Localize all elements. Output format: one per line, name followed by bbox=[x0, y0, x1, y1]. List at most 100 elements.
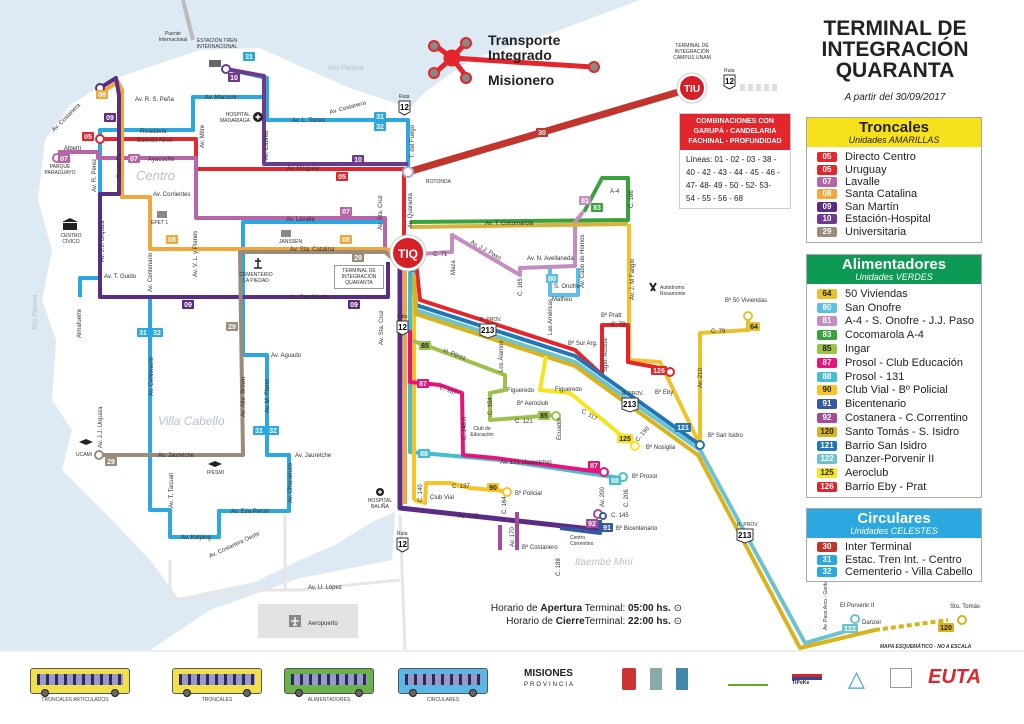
svg-text:Ruta: Ruta bbox=[399, 94, 410, 100]
map-label: C. 79 bbox=[611, 322, 626, 328]
map-label: Av. Cabo de Hornos bbox=[580, 235, 586, 288]
map-label: Av. Mitre bbox=[200, 124, 206, 148]
route-badge-bg bbox=[538, 411, 550, 420]
map-label: Ayacucho bbox=[148, 157, 175, 163]
route-code-badge: 32 bbox=[817, 566, 837, 577]
route-name: Directo Centro bbox=[845, 151, 916, 164]
route-badge-bg bbox=[546, 274, 558, 283]
logo-shield bbox=[650, 668, 662, 690]
map-label: Av. Cabred bbox=[264, 131, 270, 160]
svg-text:R. PROV.: R. PROV. bbox=[622, 391, 644, 397]
river-water bbox=[0, 0, 640, 650]
graduation-cap-icon bbox=[79, 439, 93, 445]
route-badge-text: 30 bbox=[538, 130, 546, 137]
map-label: Matheu bbox=[552, 297, 572, 303]
route-badge-32: 32 bbox=[151, 328, 163, 337]
route-badge-text: 90 bbox=[489, 485, 497, 492]
route-badge-bg bbox=[228, 73, 240, 82]
route-badge-bg bbox=[675, 423, 691, 432]
map-label: C. 107 bbox=[438, 385, 457, 397]
map-label: C. 188 bbox=[556, 558, 562, 576]
legend-subtitle: Unidades AMARILLAS bbox=[848, 135, 940, 145]
airport-area bbox=[258, 604, 358, 638]
map-label: Sto. Tomás bbox=[950, 604, 980, 610]
map-label: Av. Uruguay bbox=[287, 166, 319, 172]
route-badge-bg bbox=[591, 203, 603, 212]
map-label: Av. San Martín bbox=[290, 295, 329, 301]
stop-policial bbox=[502, 487, 512, 497]
tim-logo-icon bbox=[428, 37, 600, 84]
autodromo-label: Autódromo Rosamonte bbox=[660, 285, 686, 297]
svg-text:12: 12 bbox=[398, 540, 407, 549]
tiq-terminal[interactable]: TIQ bbox=[389, 234, 427, 272]
route-code-badge: 31 bbox=[817, 554, 837, 565]
clock-icon: ⊙ bbox=[673, 603, 682, 614]
route-name: Santa Catalina bbox=[845, 188, 918, 201]
hospital-baliña-label: HOSPITAL BALIÑA bbox=[367, 498, 393, 510]
route-badge-text: 05 bbox=[84, 134, 92, 141]
map-label: Danzer bbox=[862, 620, 881, 626]
map-label: Av. Quaranta bbox=[408, 193, 414, 228]
map-label: Av. Marconi bbox=[205, 95, 236, 101]
route-code-badge: 05 bbox=[817, 152, 837, 163]
svg-text:R. PROV.: R. PROV. bbox=[480, 317, 502, 323]
route-badge-text: 125 bbox=[619, 436, 631, 443]
route-badge-text: 83 bbox=[593, 205, 601, 212]
route-badge-09: 09 bbox=[348, 300, 360, 309]
route-badge-text: 85 bbox=[540, 413, 548, 420]
route-name: Cocomarola A-4 bbox=[845, 329, 924, 342]
brand-line-2: Integrado bbox=[488, 47, 552, 63]
map-label: Av. Sta. Cruz bbox=[378, 195, 384, 230]
route-badge-text: 122 bbox=[844, 626, 856, 633]
stop-estacion bbox=[221, 64, 231, 74]
route-name: Danzer-Porvenir II bbox=[845, 453, 935, 466]
route-badge-08: 08 bbox=[96, 90, 108, 99]
route-badge-text: 80 bbox=[548, 276, 556, 283]
route-code-badge: 80 bbox=[817, 302, 837, 313]
route-badge-121: 121 bbox=[675, 423, 691, 432]
route-badge-text: 29 bbox=[228, 324, 236, 331]
school-label: IPESMI bbox=[207, 470, 224, 476]
route-05-line bbox=[100, 137, 408, 171]
tiq-label: TIQ bbox=[398, 247, 418, 261]
svg-text:12: 12 bbox=[400, 103, 409, 112]
route-badge-text: 32 bbox=[376, 124, 384, 131]
map-label: Av. 210 bbox=[698, 368, 704, 388]
route-badge-31: 31 bbox=[253, 426, 265, 435]
map-label: Bº Sur Arg. bbox=[568, 340, 598, 347]
rotonda-label: ROTONDA bbox=[426, 179, 452, 185]
route-badge-text: 88 bbox=[420, 451, 428, 458]
route-badge-87: 87 bbox=[588, 461, 600, 470]
route-badge-text: 126 bbox=[653, 368, 665, 375]
map-label: Av. 147 bbox=[458, 514, 478, 520]
map-label: C. 137 bbox=[452, 484, 470, 490]
brand-line-1: Transporte bbox=[488, 32, 561, 48]
route-badge-bg bbox=[748, 322, 760, 331]
logo-tent-icon: △ bbox=[848, 666, 865, 691]
stop-50viv bbox=[743, 311, 753, 321]
tiu-terminal[interactable]: TIU bbox=[676, 72, 708, 104]
bridge-label: Puente Internacional bbox=[158, 31, 188, 43]
map-label: Bº Eby bbox=[655, 389, 673, 396]
map-label: Av. J.J. Urquiza bbox=[98, 406, 104, 448]
bus-type-caption: TRONCALES bbox=[201, 697, 233, 703]
route-name: A-4 - S. Onofre - J.J. Paso bbox=[845, 315, 974, 328]
route-code-badge: 126 bbox=[817, 482, 837, 493]
map-label: Av. Sta. Catalina bbox=[290, 247, 335, 253]
route-badge-bg bbox=[182, 300, 194, 309]
map-label: T. del Fuego bbox=[410, 124, 416, 158]
route-badge-bg bbox=[105, 457, 117, 466]
route-badge-126: 126 bbox=[651, 366, 667, 375]
map-label: Av. T. Cocomarola bbox=[485, 221, 534, 227]
park-label: PARQUE PARAGUAYO bbox=[44, 164, 76, 176]
map-label: Av. R. S. Peña bbox=[135, 97, 174, 103]
route-badge-text: 64 bbox=[750, 324, 758, 331]
route-code-badge: 64 bbox=[817, 288, 837, 299]
svg-text:12: 12 bbox=[725, 77, 734, 86]
